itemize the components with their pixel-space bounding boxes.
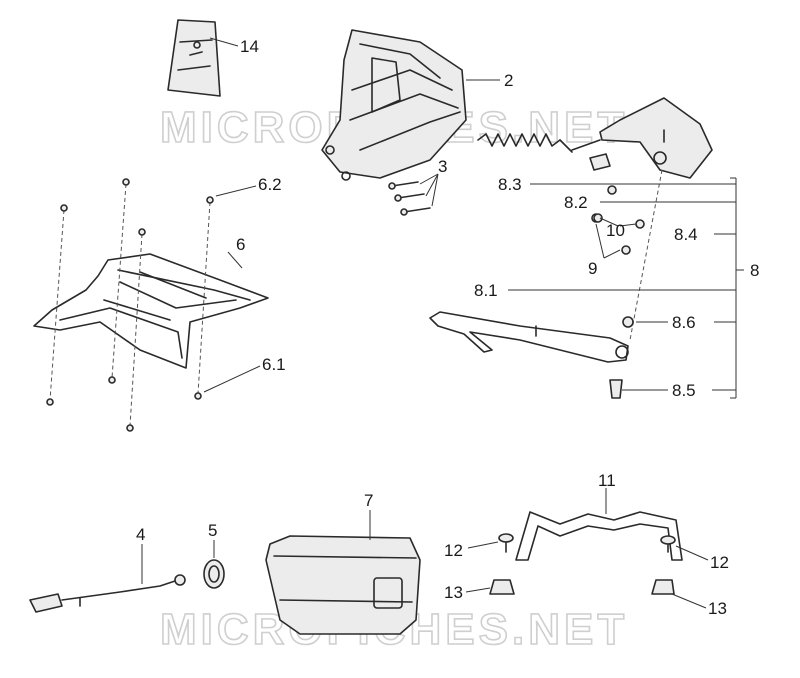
label-8-4: 8.4 [674,225,698,244]
label-8: 8 [750,261,759,280]
part-8-3-spring [477,133,601,153]
part-13-foot-right [651,579,675,595]
label-12-left: 12 [444,541,463,560]
label-14: 14 [240,37,259,56]
part-8-6-bushing [622,316,634,328]
part-6-screws [46,178,214,432]
label-8-2: 8.2 [564,193,588,212]
label-12-right: 12 [710,553,729,572]
part-8-2-washer [607,185,617,195]
label-11: 11 [598,471,616,490]
part-8-3-clip [589,153,611,171]
part-7-battery-box [265,535,421,635]
label-13-right: 13 [708,599,727,618]
label-8-6: 8.6 [672,313,696,332]
part-3-bolts [388,181,431,216]
label-2: 2 [504,71,513,90]
label-8-3: 8.3 [498,175,522,194]
label-13-left: 13 [444,583,463,602]
part-5-grommet [203,559,225,589]
label-6-1: 6.1 [262,355,286,374]
label-3: 3 [438,157,447,176]
part-12-screw-left [498,533,514,553]
part-12-screw-right [660,535,676,553]
part-6-frame [33,253,269,369]
part-13-foot-left [489,579,515,595]
label-9: 9 [588,259,597,278]
part-8-1-stand [429,311,629,363]
label-4: 4 [136,525,145,544]
label-6: 6 [236,235,245,254]
part-14-pouch [167,19,221,97]
part-4-cable [29,574,186,613]
label-8-5: 8.5 [672,381,696,400]
part-2-housing [321,29,467,181]
label-10: 10 [606,221,625,240]
part-8-5-pin [609,379,623,399]
label-5: 5 [208,521,217,540]
part-11-bracket [515,511,683,561]
part-9-bolts [593,213,631,255]
part-8-4-bracket [599,97,713,179]
label-8-1: 8.1 [474,281,498,300]
label-6-2: 6.2 [258,175,282,194]
label-7: 7 [364,491,373,510]
